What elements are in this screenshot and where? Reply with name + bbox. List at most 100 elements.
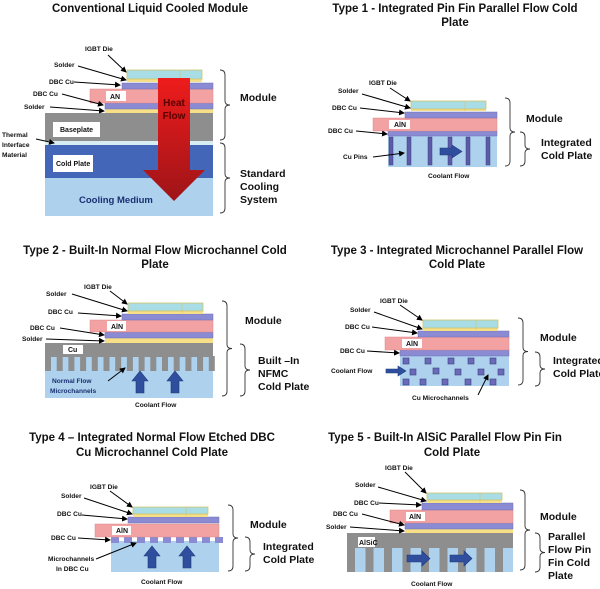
cold-plate-label: Cold Plate (263, 554, 315, 566)
dbc-cu-channel-wall (124, 537, 132, 543)
cold-plate-label: Cold Plate (553, 368, 600, 380)
microchannel-fin (115, 356, 122, 371)
igbt-die-label: IGBT Die (90, 484, 118, 491)
microchannel-fin (208, 356, 215, 371)
module-label: Module (540, 511, 577, 523)
igbt-die (422, 319, 499, 329)
coolant-flow-arrow (143, 545, 161, 569)
igbt-die (132, 506, 209, 515)
panel-type1: Type 1 - Integrated Pin Fin Parallel Flo… (328, 3, 593, 180)
thermal-interface-layer (45, 141, 213, 145)
module-brace (504, 97, 516, 167)
microchannel-fin (91, 356, 98, 371)
cold-plate-label: Built –In (258, 355, 299, 367)
dbc-cu-channel-wall (163, 537, 171, 543)
cu-microchannel (477, 368, 485, 376)
cold-plate-label: Cold Plate (258, 381, 310, 393)
leader-line (71, 293, 128, 313)
cold-plate-label: NFMC (258, 368, 289, 380)
solder-label: Solder (24, 104, 45, 111)
leader-line (35, 138, 55, 145)
leader-line (77, 65, 127, 82)
dbc-cu-layer (417, 330, 510, 338)
leader-line (359, 107, 405, 116)
module-brace (227, 504, 239, 572)
coolant-flow-label: Coolant Flow (411, 581, 453, 588)
cold-plate-brace (239, 343, 251, 397)
microchannels-label: Microchannels (48, 556, 95, 563)
module-brace (519, 489, 531, 571)
panel-type2: Type 2 - Built-In Normal Flow Microchann… (22, 245, 310, 409)
leader-line (73, 81, 121, 88)
coolant-flow-label: Coolant Flow (331, 368, 373, 375)
dbc-cu-layer (421, 502, 514, 511)
dbc-cu-channel-wall (215, 537, 223, 543)
pin-fin (365, 548, 374, 572)
panel-conventional: Conventional Liquid Cooled Module AN Bas… (2, 3, 286, 216)
microchannels-label: Microchannels (50, 388, 97, 395)
leader-line (95, 542, 137, 560)
heat-flow-label: Heat (163, 98, 185, 109)
aln-label: AlN (394, 122, 406, 129)
cu-microchannel (454, 368, 462, 376)
solder-label: Solder (338, 88, 359, 95)
cold-plate-brace (534, 351, 546, 387)
cu-microchannel (497, 368, 505, 376)
dbc-cu-label: DBC Cu (33, 91, 58, 98)
leader-line (477, 374, 489, 396)
dbc-cu-layer (104, 331, 214, 339)
leader-line (59, 327, 105, 338)
coolant-flow-label: Coolant Flow (135, 402, 177, 409)
igbt-die-label: IGBT Die (380, 298, 408, 305)
cu-pins-label: Cu Pins (343, 154, 368, 161)
cooling-medium-label: Cooling Medium (79, 195, 153, 206)
microchannel-fin (150, 356, 157, 371)
coolant-flow-arrow (439, 144, 463, 159)
cu-pin (388, 136, 394, 166)
leader-line (404, 471, 427, 494)
cu-microchannel (467, 357, 475, 365)
pin-fin (439, 548, 448, 572)
cu-pin (485, 136, 491, 166)
solder-label: Solder (22, 336, 43, 343)
leader-line (83, 497, 133, 516)
panel-title: Cu Microchannel Cold Plate (76, 447, 228, 459)
dbc-cu-label: DBC Cu (30, 325, 55, 332)
panel-title: Conventional Liquid Cooled Module (52, 3, 248, 15)
cu-microchannel (447, 357, 455, 365)
aln-label: AlN (409, 514, 421, 521)
coolant-flow-arrow (449, 550, 473, 567)
solder-layer (133, 514, 208, 517)
igbt-die-label: IGBT Die (385, 465, 413, 472)
leader-line (61, 93, 104, 107)
cu-microchannel (441, 378, 449, 386)
dbc-cu-label: DBC Cu (333, 511, 358, 518)
panel-type3: Type 3 - Integrated Microchannel Paralle… (331, 245, 600, 402)
microchannel-fin (68, 356, 75, 371)
tim-label: Material (2, 152, 27, 159)
pin-fin (402, 548, 411, 572)
leader-line (371, 326, 418, 336)
cold-plate-label: Integrated (553, 355, 600, 367)
leader-line (373, 311, 423, 331)
cold-plate-label: Fin Cold (548, 557, 590, 569)
pin-fin (384, 548, 392, 572)
solder-layer (427, 500, 502, 503)
microchannel-fin (162, 356, 168, 371)
dbc-cu-layer (399, 349, 510, 357)
leader-line (109, 290, 128, 305)
dbc-cu-channel-wall (189, 537, 197, 543)
panel-title: Type 2 - Built-In Normal Flow Microchann… (23, 245, 287, 257)
module-label: Module (245, 315, 282, 327)
microchannels-label: Normal Flow (52, 378, 92, 385)
solder-layer (128, 311, 203, 314)
leader-line (355, 130, 388, 137)
dbc-cu-label: DBC Cu (51, 535, 76, 542)
standard-cooling-label: System (240, 194, 277, 206)
coolant-flow-arrow (131, 370, 149, 394)
module-label: Module (526, 113, 563, 125)
solder-label: Solder (61, 493, 82, 500)
cu-microchannel (409, 368, 417, 376)
cu-microchannel (489, 378, 497, 386)
microchannel-fin (197, 356, 204, 371)
